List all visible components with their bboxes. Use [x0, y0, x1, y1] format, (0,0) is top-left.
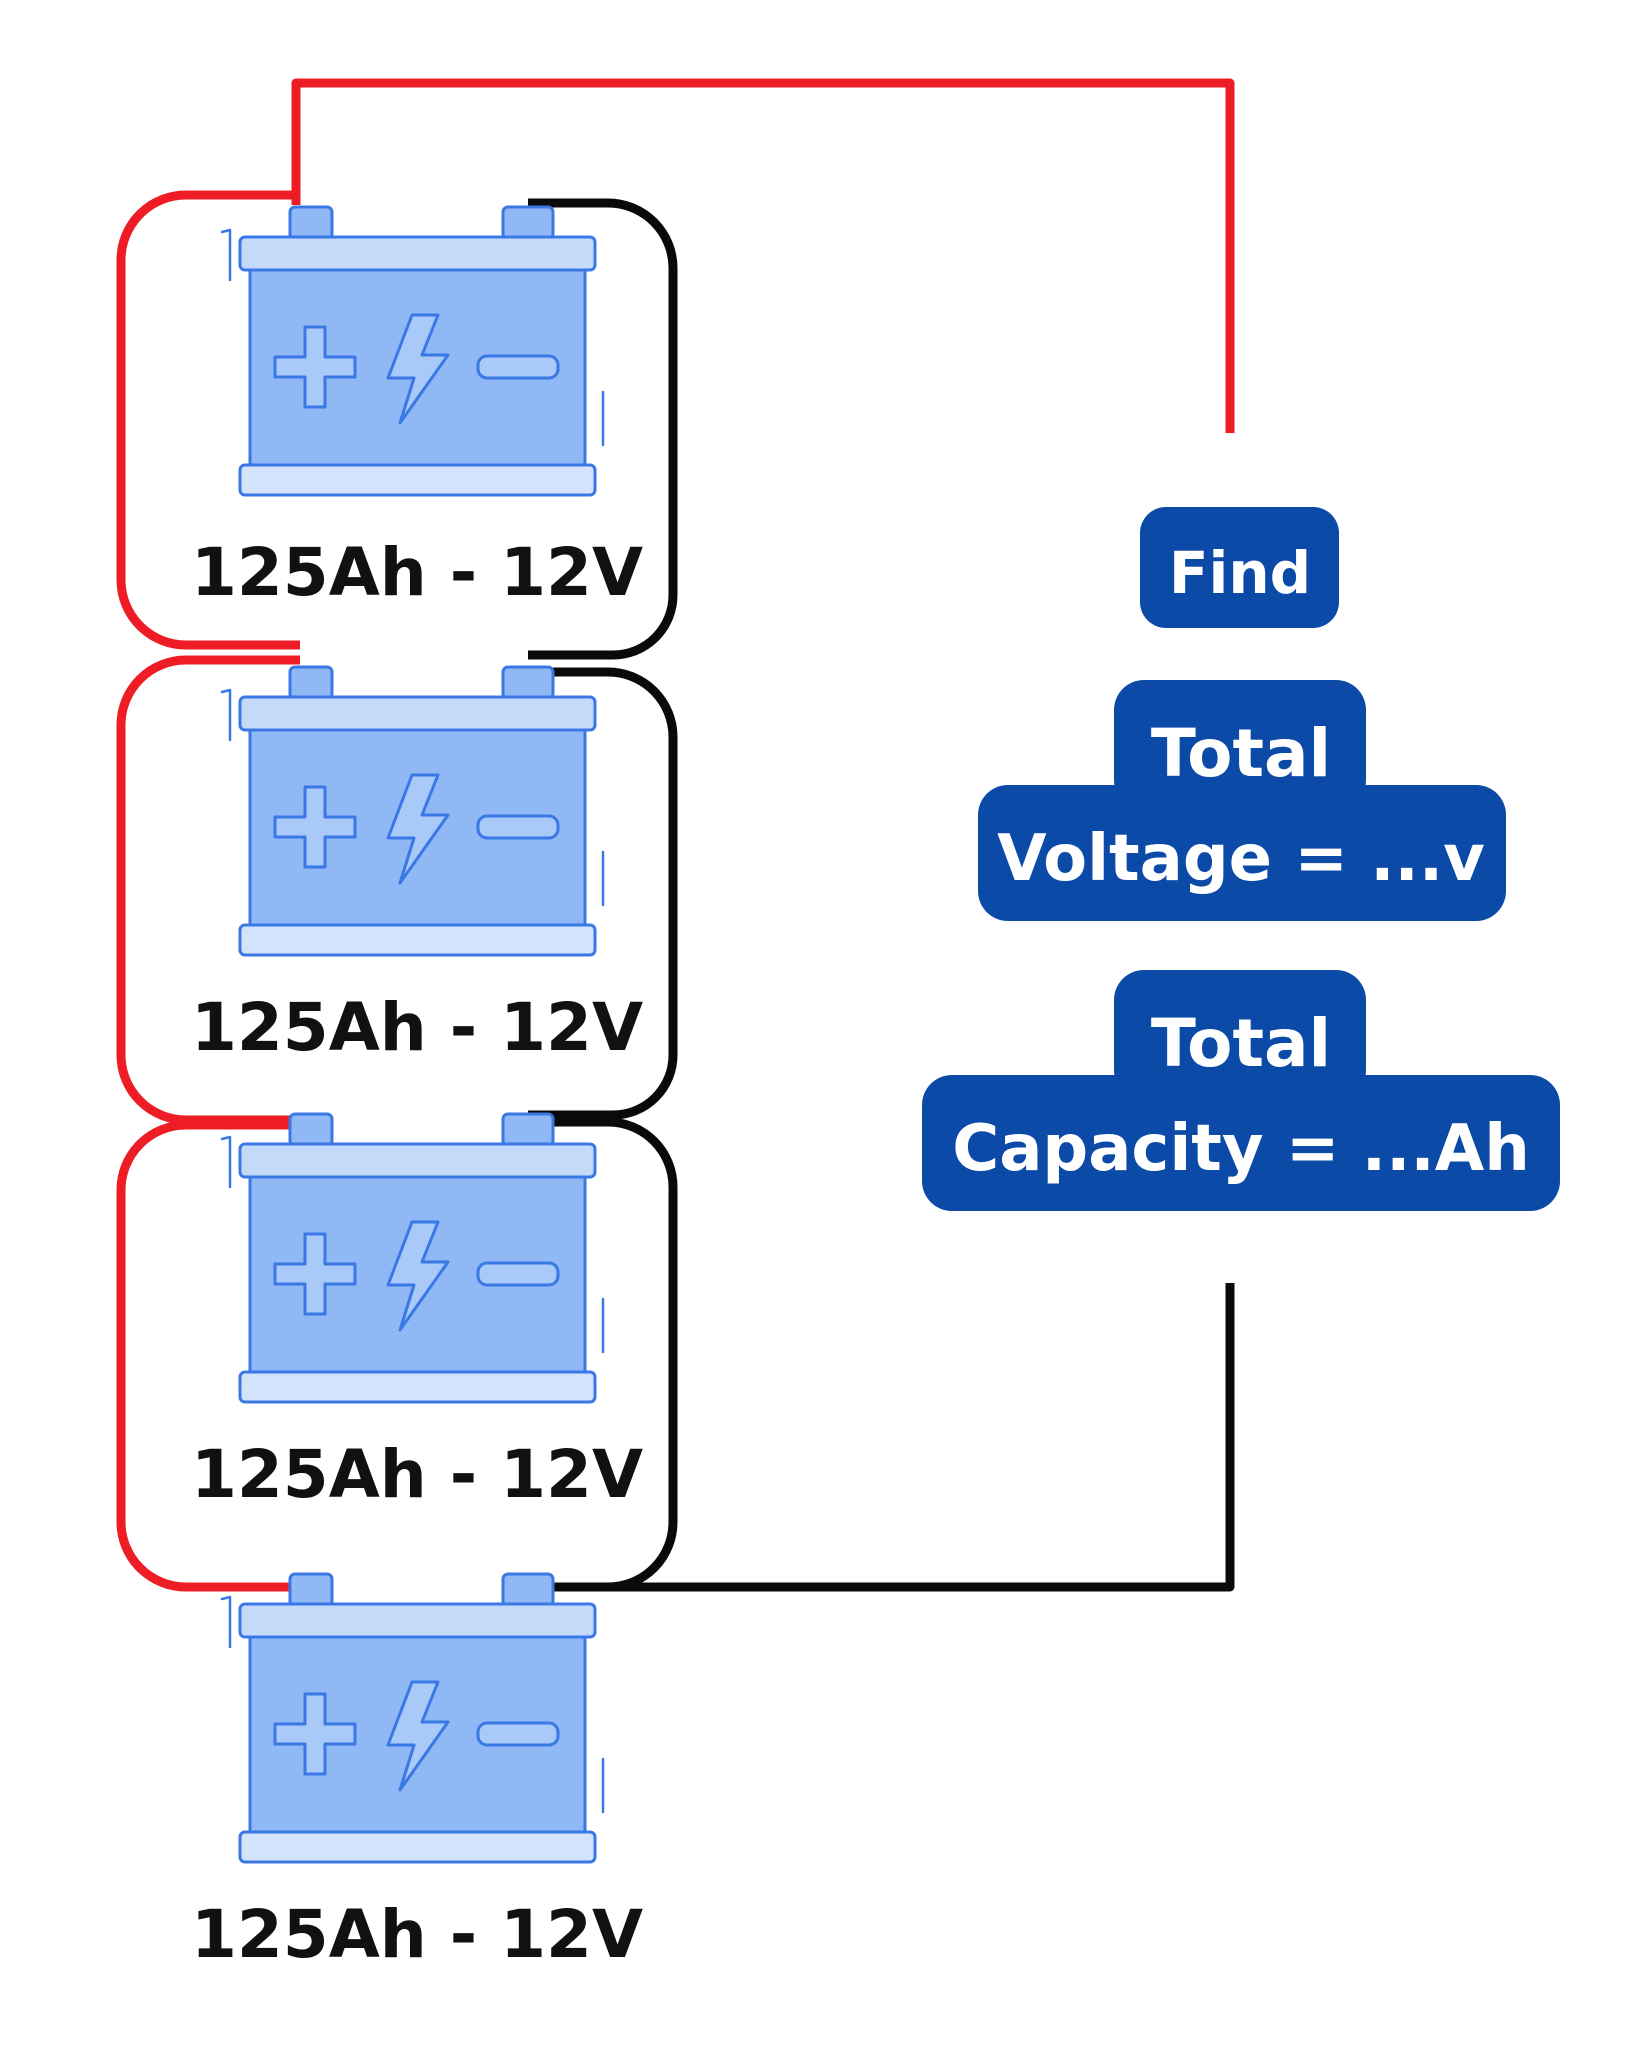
- total-voltage-box: Total Voltage = ...v: [978, 680, 1506, 921]
- negative-terminal: [501, 665, 555, 701]
- main-positive-wire: [291, 78, 1235, 433]
- negative-link-3-4: [528, 1117, 678, 1592]
- battery-sparkle-left: [220, 228, 232, 282]
- battery-lid: [238, 1142, 597, 1179]
- battery-label: 125Ah - 12V: [191, 1436, 643, 1513]
- find-label: Find: [1169, 539, 1311, 607]
- positive-terminal: [288, 205, 334, 241]
- minus-icon: [476, 1721, 560, 1747]
- positive-link-3-4: [116, 1120, 300, 1592]
- battery-base: [238, 1370, 597, 1404]
- battery-lid: [238, 1602, 597, 1639]
- battery-base: [238, 1830, 597, 1864]
- battery-base: [238, 923, 597, 957]
- capacity-box-bottom: [922, 1075, 1560, 1211]
- battery-1: 125Ah - 12V: [191, 205, 643, 611]
- battery-3: 125Ah - 12V: [191, 1112, 643, 1513]
- minus-icon: [476, 1261, 560, 1287]
- lightning-bolt-icon: [386, 1680, 450, 1792]
- negative-link-1-2: [528, 198, 678, 660]
- minus-icon: [476, 814, 560, 840]
- battery-sparkle-left: [220, 688, 232, 742]
- lightning-bolt-icon: [386, 1220, 450, 1332]
- battery-lid: [238, 695, 597, 732]
- battery-label: 125Ah - 12V: [191, 989, 643, 1066]
- battery-label: 125Ah - 12V: [191, 1896, 643, 1973]
- battery-2: 125Ah - 12V: [191, 665, 643, 1066]
- find-box: Find: [1140, 507, 1339, 628]
- battery-sparkle-left: [220, 1595, 232, 1649]
- positive-terminal: [288, 1572, 334, 1608]
- voltage-label-line1: Total: [1151, 715, 1331, 792]
- negative-link-2-3: [528, 667, 678, 1120]
- capacity-box-top: [1114, 970, 1366, 1100]
- total-capacity-box: Total Capacity = ...Ah: [922, 970, 1560, 1211]
- voltage-box-bottom: [978, 785, 1506, 921]
- negative-terminal: [501, 1112, 555, 1148]
- minus-icon: [476, 354, 560, 380]
- battery-sparkle-left: [220, 1135, 232, 1189]
- battery-4: 125Ah - 12V: [191, 1572, 643, 1973]
- lightning-bolt-icon: [386, 773, 450, 885]
- positive-link-1-2: [116, 190, 300, 650]
- battery-label: 125Ah - 12V: [191, 534, 643, 611]
- plus-icon: [273, 1692, 357, 1776]
- positive-link-2-3: [116, 655, 300, 1125]
- voltage-box-top: [1114, 680, 1366, 810]
- main-negative-wire: [560, 1283, 1235, 1592]
- capacity-label-line2: Capacity = ...Ah: [952, 1112, 1530, 1186]
- negative-terminal: [501, 205, 555, 241]
- plus-icon: [273, 1232, 357, 1316]
- battery-lid: [238, 235, 597, 272]
- positive-terminal: [288, 1112, 334, 1148]
- negative-terminal: [501, 1572, 555, 1608]
- battery-base: [238, 463, 597, 497]
- positive-terminal: [288, 665, 334, 701]
- lightning-bolt-icon: [386, 313, 450, 425]
- find-box-shape: [1140, 507, 1339, 628]
- wires: [116, 78, 1235, 1592]
- capacity-label-line1: Total: [1151, 1005, 1331, 1082]
- plus-icon: [273, 325, 357, 409]
- plus-icon: [273, 785, 357, 869]
- voltage-label-line2: Voltage = ...v: [997, 822, 1485, 896]
